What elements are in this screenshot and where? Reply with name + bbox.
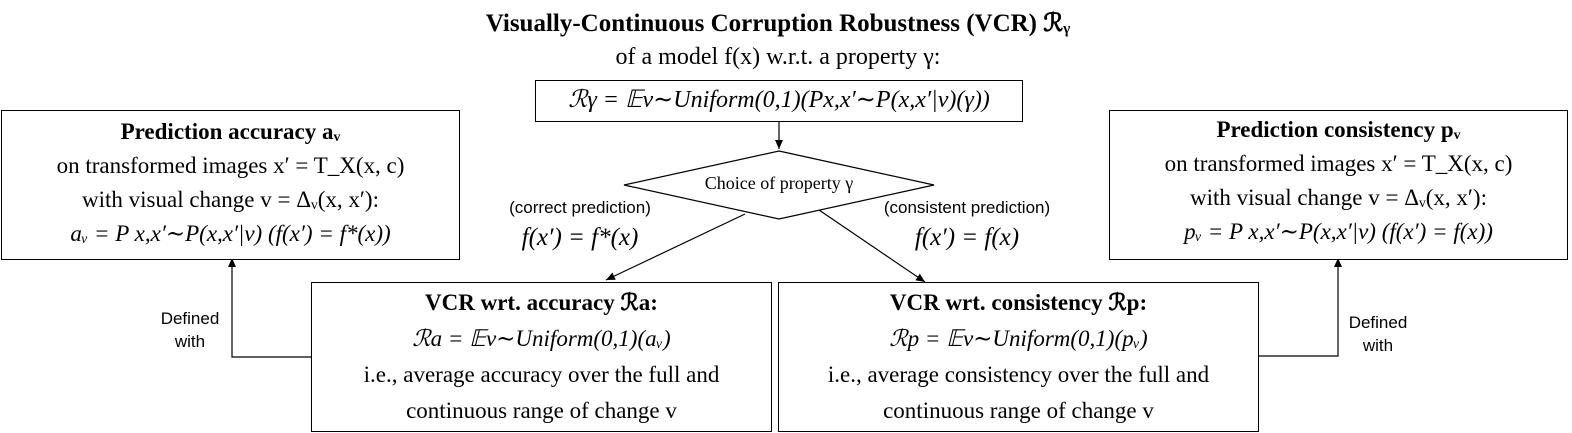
title-text: Visually-Continuous Corruption Robustnes… [485,10,1071,37]
arrow-diamond-to-vcr-consistency [818,209,926,283]
right-branch-caption: (consistent prediction) [883,198,1051,217]
prediction-accuracy-line2: with visual change v = Δᵥ(x, x′): [82,187,379,212]
prediction-accuracy-formula: aᵥ = P x,x′∼P(x,x′|v) (f(x′) = f*(x)) [70,221,391,246]
vcr-accuracy-title: VCR wrt. accuracy ℛa: [425,290,658,315]
diagram-title: Visually-Continuous Corruption Robustnes… [0,8,1556,38]
prediction-consistency-box: Prediction consistency pᵥ on transformed… [1109,110,1568,260]
diagram-subtitle: of a model f(x) w.r.t. a property γ: [0,44,1556,71]
defined-with-right-label: Defined with [1348,313,1408,355]
prediction-accuracy-line1: on transformed images x′ = T_X(x, c) [56,153,405,178]
vcr-consistency-line1: i.e., average consistency over the full … [827,362,1210,387]
prediction-accuracy-box: Prediction accuracy aᵥ on transformed im… [1,110,460,260]
vcr-accuracy-formula: ℛa = 𝔼v∼Uniform(0,1)(aᵥ) [412,326,671,351]
arrow-diamond-to-vcr-accuracy [605,213,746,281]
vcr-consistency-title: VCR wrt. consistency ℛp: [889,290,1148,315]
vcr-consistency-formula: ℛp = 𝔼v∼Uniform(0,1)(pᵥ) [889,326,1148,351]
prediction-accuracy-title: Prediction accuracy aᵥ [120,119,341,144]
vcr-consistency-line2: continuous range of change v [883,398,1154,423]
diamond-label: Choice of property γ [624,173,934,194]
diamond-label-text: Choice of property γ [704,173,854,193]
prediction-consistency-title: Prediction consistency pᵥ [1216,117,1461,142]
right-branch-formula: f(x′) = f(x) [914,224,1020,251]
vcr-consistency-box: VCR wrt. consistency ℛp: ℛp = 𝔼v∼Uniform… [778,282,1259,432]
subtitle-text: of a model f(x) w.r.t. a property γ: [615,44,941,70]
left-branch-caption: (correct prediction) [509,198,651,217]
arrow-defined-with-right [1259,258,1342,357]
prediction-consistency-line2: with visual change v = Δᵥ(x, x′): [1190,185,1487,210]
arrow-defined-with-left [228,258,311,358]
vcr-definition-formula: ℛγ = 𝔼v∼Uniform(0,1)(Px,x′∼P(x,x′|v)(γ)) [568,87,990,113]
decision-diamond [623,150,935,220]
vcr-accuracy-box: VCR wrt. accuracy ℛa: ℛa = 𝔼v∼Uniform(0,… [311,282,772,432]
prediction-consistency-formula: pᵥ = P x,x′∼P(x,x′|v) (f(x′) = f(x)) [1184,219,1493,244]
vcr-accuracy-line2: continuous range of change v [406,398,677,423]
prediction-consistency-line1: on transformed images x′ = T_X(x, c) [1164,151,1513,176]
vcr-accuracy-line1: i.e., average accuracy over the full and [363,362,720,387]
left-branch-formula: f(x′) = f*(x) [521,224,639,251]
defined-with-left-label: Defined with [160,309,220,351]
vcr-definition-box: ℛγ = 𝔼v∼Uniform(0,1)(Px,x′∼P(x,x′|v)(γ)) [535,80,1023,122]
